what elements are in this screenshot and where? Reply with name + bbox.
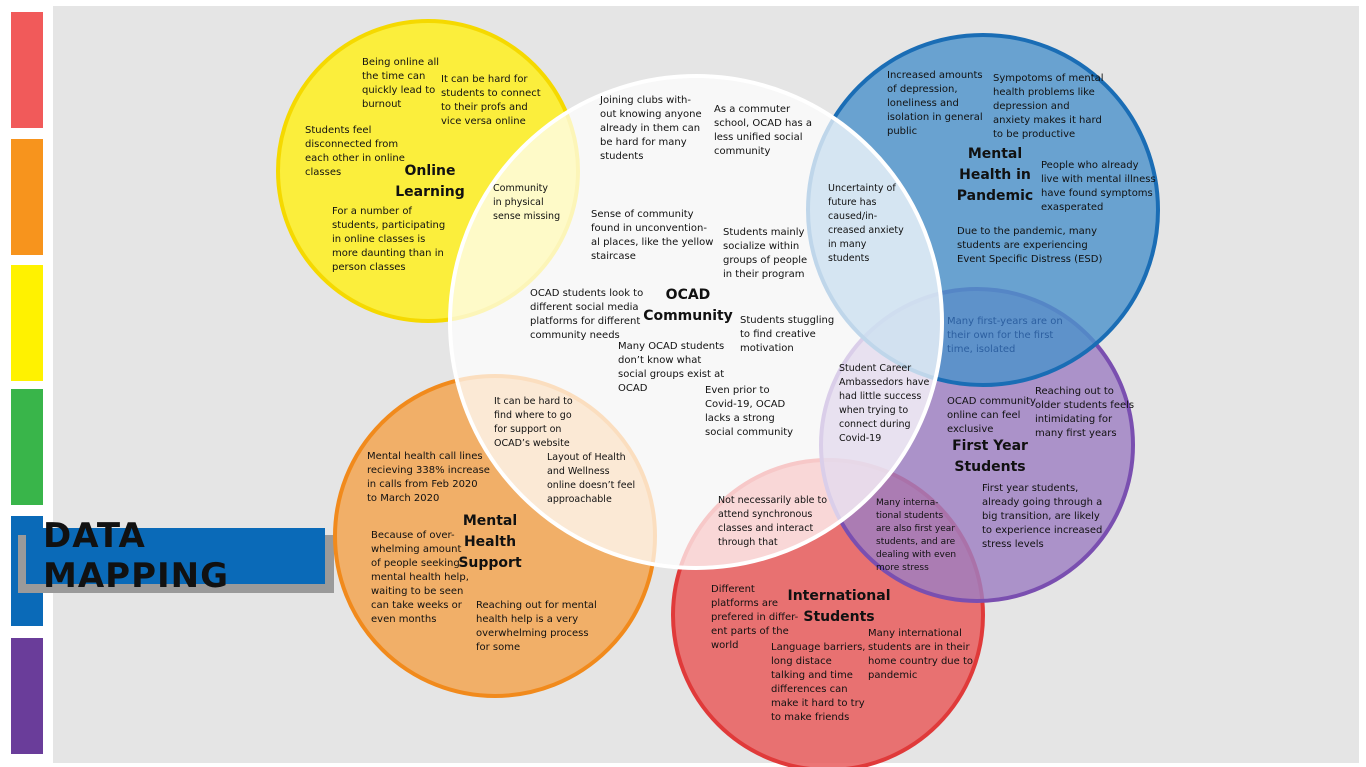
first-year-note-2: Reaching out to older students feels int… [1035,386,1135,439]
color-bar-orange [11,139,43,255]
ocad-community-title: OCAD Community [643,287,733,324]
support-note-3: Reaching out for mental health help is a… [476,600,597,653]
first-year-title: First Year Students [952,438,1028,475]
online-learning-note-3: Students feel disconnected from each oth… [305,125,405,178]
overlap-online-ocad: Community in physical sense missing [493,183,561,222]
support-note-2: Because of over- whelming amount of peop… [371,530,469,625]
color-bar-purple [11,638,43,754]
online-learning-note-1: Being online all the time can quickly le… [362,57,440,110]
first-year-note-1: OCAD community online can feel exclusive [947,396,1036,435]
international-note-3: Language barriers, long distace talking … [771,642,866,723]
ocad-note-3: Sense of community found in unconvention… [591,209,714,262]
mental-health-pandemic-title: Mental Health in Pandemic [956,146,1034,204]
ocad-note-8: Even prior to Covid-19, OCAD lacks a str… [705,385,794,438]
ocad-note-4: Students mainly socialize within groups … [723,227,808,280]
overlap-firstyear-international: Many interna- tional students are also f… [876,498,957,573]
color-bar-yellow [11,265,43,381]
overlap-ocad-support-2: Layout of Health and Wellness online doe… [547,452,636,505]
international-note-2: Many international students are in their… [868,628,974,681]
pandemic-note-4: Due to the pandemic, many students are e… [957,226,1103,265]
overlap-ocad-pandemic: Uncertainty of future has caused/in- cre… [828,183,904,264]
international-note-1: Different platforms are prefered in diff… [711,584,799,651]
pandemic-note-2: Sympotoms of mental health problems like… [993,73,1104,140]
ocad-note-5: OCAD students look to different social m… [530,288,644,341]
online-learning-note-4: For a number of students, participating … [332,206,446,273]
pandemic-note-3: People who already live with mental illn… [1041,160,1156,213]
slide-title: DATA MAPPING [26,516,325,596]
support-note-1: Mental health call lines recieving 338% … [367,451,490,504]
overlap-ocad-support-1: It can be hard to find where to go for s… [494,396,573,449]
online-learning-note-2: It can be hard for students to connect t… [441,74,541,127]
ocad-note-6: Students stuggling to find creative moti… [740,315,835,354]
pandemic-note-1: Increased amounts of depression, lonelin… [887,70,983,137]
ocad-note-2: As a commuter school, OCAD has a less un… [714,104,812,157]
mental-health-support-title: Mental Health Support [458,513,522,571]
color-bar-green [11,389,43,505]
circle-ocad-community [448,74,944,570]
overlap-ocad-international: Not necessarily able to attend synchrono… [718,495,828,548]
ocad-note-7: Many OCAD students don’t know what socia… [618,341,725,394]
color-bar-red [11,12,43,128]
ocad-note-1: Joining clubs with- out knowing anyone a… [600,95,702,162]
online-learning-title: Online Learning [395,163,465,200]
overlap-ocad-firstyear: Student Career Ambassedors have had litt… [839,363,930,444]
international-title: International Students [787,588,891,625]
overlap-pandemic-firstyear: Many first-years are on their own for th… [947,316,1063,355]
first-year-note-3: First year students, already going throu… [982,483,1103,550]
